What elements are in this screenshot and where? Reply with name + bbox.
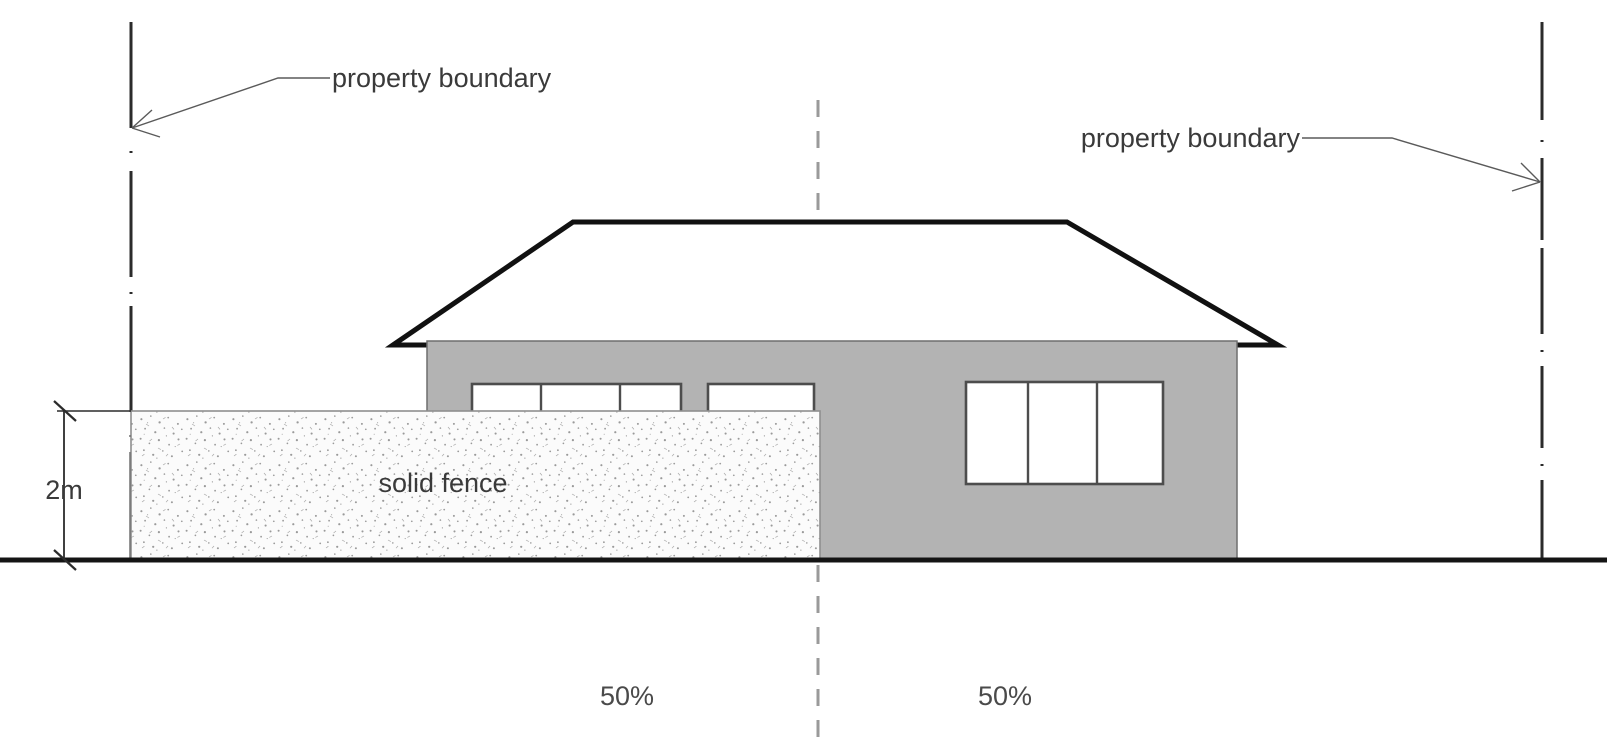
solid-fence-label: solid fence: [378, 468, 507, 498]
property-boundary-left-callout: property boundary: [131, 63, 552, 138]
dimension-tick-bottom: [53, 549, 77, 571]
house-roof: [384, 219, 1288, 348]
property-boundary-left-leader: [131, 77, 330, 129]
fence-height-dimension: 2m: [45, 400, 131, 571]
percent-label-right: 50%: [978, 681, 1032, 711]
dimension-tick-top: [53, 400, 77, 422]
percent-label-left: 50%: [600, 681, 654, 711]
right-window-three-pane: [964, 380, 1165, 486]
property-boundary-left-arrowhead: [131, 109, 161, 138]
dimension-label-2m: 2m: [45, 475, 83, 505]
property-boundary-right-arrowhead: [1511, 162, 1541, 192]
solid-fence-body: [130, 410, 821, 561]
roof-outline-shape: [384, 219, 1288, 348]
property-boundary-left-label: property boundary: [332, 63, 552, 93]
property-boundary-right-label: property boundary: [1081, 123, 1301, 153]
right-window-three-pane-frame: [964, 380, 1165, 486]
property-boundary-right-leader: [1302, 137, 1541, 183]
property-boundary-right-callout: property boundary: [1081, 123, 1541, 192]
solid-fence: solid fence: [130, 410, 821, 561]
site-split-labels: 50% 50%: [600, 681, 1032, 711]
